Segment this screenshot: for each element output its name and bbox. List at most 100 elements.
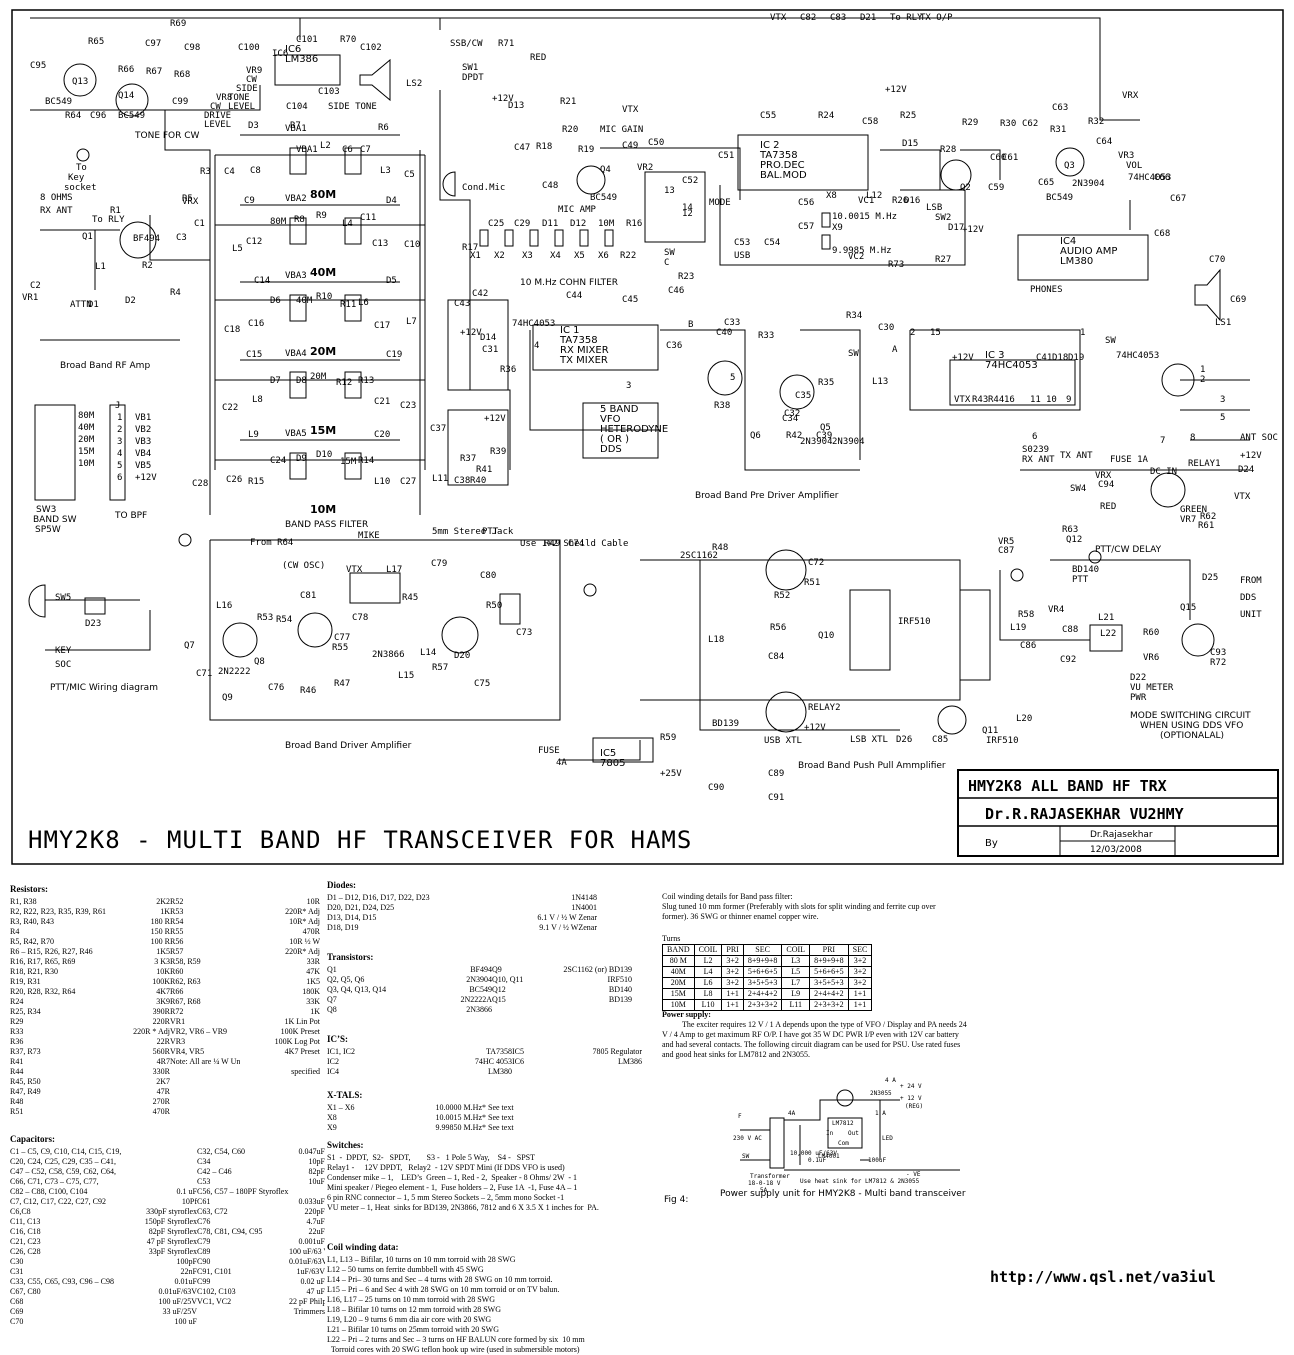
band-switch-pin: 4 <box>117 449 122 459</box>
parts-cell: 6.1 V / ½ W Zenar <box>537 913 597 922</box>
component-label: MODE <box>709 198 731 208</box>
component-label: 1 <box>1080 328 1085 338</box>
parts-cell: R19, R31 <box>10 977 41 986</box>
parts-cell: C33, C55, C65, C93, C96 – C98 <box>10 1277 115 1286</box>
component-label: Q7 <box>184 641 195 651</box>
component-label: Q6 <box>750 431 761 441</box>
component-label: C61 <box>1002 153 1018 163</box>
component-label: C29 <box>514 219 530 229</box>
component-label: C8 <box>250 166 261 176</box>
component-label: ATTN <box>70 300 92 310</box>
component-label: C37 <box>430 424 446 434</box>
block-text-ic4: LM380 <box>1060 256 1093 267</box>
coil-table-header: COIL <box>781 944 811 956</box>
text-line: L16, L17 – 25 turns on 10 mm torroid wit… <box>327 1295 495 1304</box>
coil-table-header: COIL <box>693 944 723 956</box>
component-label: 5 <box>730 373 735 383</box>
component-label: C90 <box>708 783 724 793</box>
component-label: R53 <box>257 613 273 623</box>
component-label: D11 <box>542 219 558 229</box>
component-label: C57 <box>798 222 814 232</box>
component-label: PWR <box>1130 693 1147 703</box>
text-line: L18 – Bifilar 10 turns on 12 mm torroid … <box>327 1305 501 1314</box>
component-label: R51 <box>804 578 820 588</box>
parts-cell: C20, C24, C25, C29, C35 – C41, <box>10 1157 117 1166</box>
component-label: C28 <box>192 479 208 489</box>
parts-cell: C90 <box>197 1257 211 1266</box>
component-label: C73 <box>516 628 532 638</box>
caption-mode-switch-3: (OPTIONALAL) <box>1160 731 1224 741</box>
component-label: C34 <box>782 414 798 424</box>
parts-cell: C99 <box>197 1277 211 1286</box>
parts-cell: R72 <box>170 1007 184 1016</box>
component-label: USB <box>734 251 750 261</box>
component-label: R28 <box>940 145 956 155</box>
parts-cell: R36 <box>10 1037 24 1046</box>
band-switch-band: 20M <box>78 435 95 445</box>
text-line: former). 36 SWG or thinner enamel copper… <box>662 912 819 921</box>
component-label: VRX <box>1122 91 1139 101</box>
parts-cell: R1, R38 <box>10 897 37 906</box>
component-label: SW2 <box>935 213 951 223</box>
block-text-ic6: LM386 <box>285 54 318 65</box>
component-label: VR8 <box>216 93 232 103</box>
component-label: R56 <box>770 623 786 633</box>
component-label: L16 <box>216 601 232 611</box>
parts-cell: 47K <box>306 967 320 976</box>
component-label: +12V <box>460 328 482 338</box>
parts-cell: 22uF <box>308 1227 325 1236</box>
component-label: RED <box>530 53 546 63</box>
parts-cell: 330pF styroflex <box>146 1207 197 1216</box>
band-voltage-label: VBA3 <box>285 271 307 281</box>
source-url[interactable]: http://www.qsl.net/va3iul <box>990 1268 1216 1286</box>
component-label: C1 <box>194 219 205 229</box>
parts-cell: R48 <box>10 1097 24 1106</box>
parts-cell <box>135 1177 197 1187</box>
component-label: BD140 <box>1072 565 1099 575</box>
component-label: C69 <box>1230 295 1246 305</box>
component-label: C55 <box>760 111 776 121</box>
parts-cell: R60 <box>170 967 184 976</box>
parts-cell <box>289 1317 325 1327</box>
block-text-vfo: VFO <box>600 414 621 425</box>
parts-cell: R41 <box>10 1057 24 1066</box>
parts-cell: R56 <box>170 937 184 946</box>
parts-cell: 100 uF/63 V <box>289 1247 325 1256</box>
parts-cell: 0.1 uF <box>176 1187 197 1196</box>
component-label: R23 <box>678 272 694 282</box>
component-label: 10M <box>598 219 615 229</box>
block-text-ic1: IC 1 <box>560 325 579 336</box>
parts-cell: 3 K3 <box>154 957 170 966</box>
band-switch-pin: 3 <box>117 437 122 447</box>
component-label: BD139 <box>712 719 739 729</box>
component-label: C65 <box>1038 178 1054 188</box>
coil-table-cell: 2+3+3+2 <box>742 999 783 1011</box>
psu-label: LM7812 <box>832 1120 854 1127</box>
component-label: SW1 <box>462 63 478 73</box>
component-label: C16 <box>248 319 264 329</box>
component-label: Use 1+2 Sheild Cable <box>520 539 628 549</box>
coil-table-cell: 2+4+4+2 <box>742 988 783 1000</box>
coil-table-cell: 15M <box>662 988 695 1000</box>
parts-cell: R37, R73 <box>10 1047 41 1056</box>
parts-cell: C61 <box>197 1197 211 1206</box>
component-label: R62 <box>1200 512 1216 522</box>
parts-cell: IC5 <box>512 1047 524 1056</box>
parts-cell: C91, C101 <box>197 1267 232 1276</box>
component-label: R21 <box>560 97 576 107</box>
parts-cell: C68 <box>10 1297 24 1306</box>
component-label: FUSE <box>538 746 560 756</box>
component-label: FUSE 1A <box>1110 455 1149 465</box>
parts-cell: 10.0015 M.Hz <box>435 1113 482 1122</box>
component-label: C30 <box>878 323 894 333</box>
component-label: C97 <box>145 39 161 49</box>
